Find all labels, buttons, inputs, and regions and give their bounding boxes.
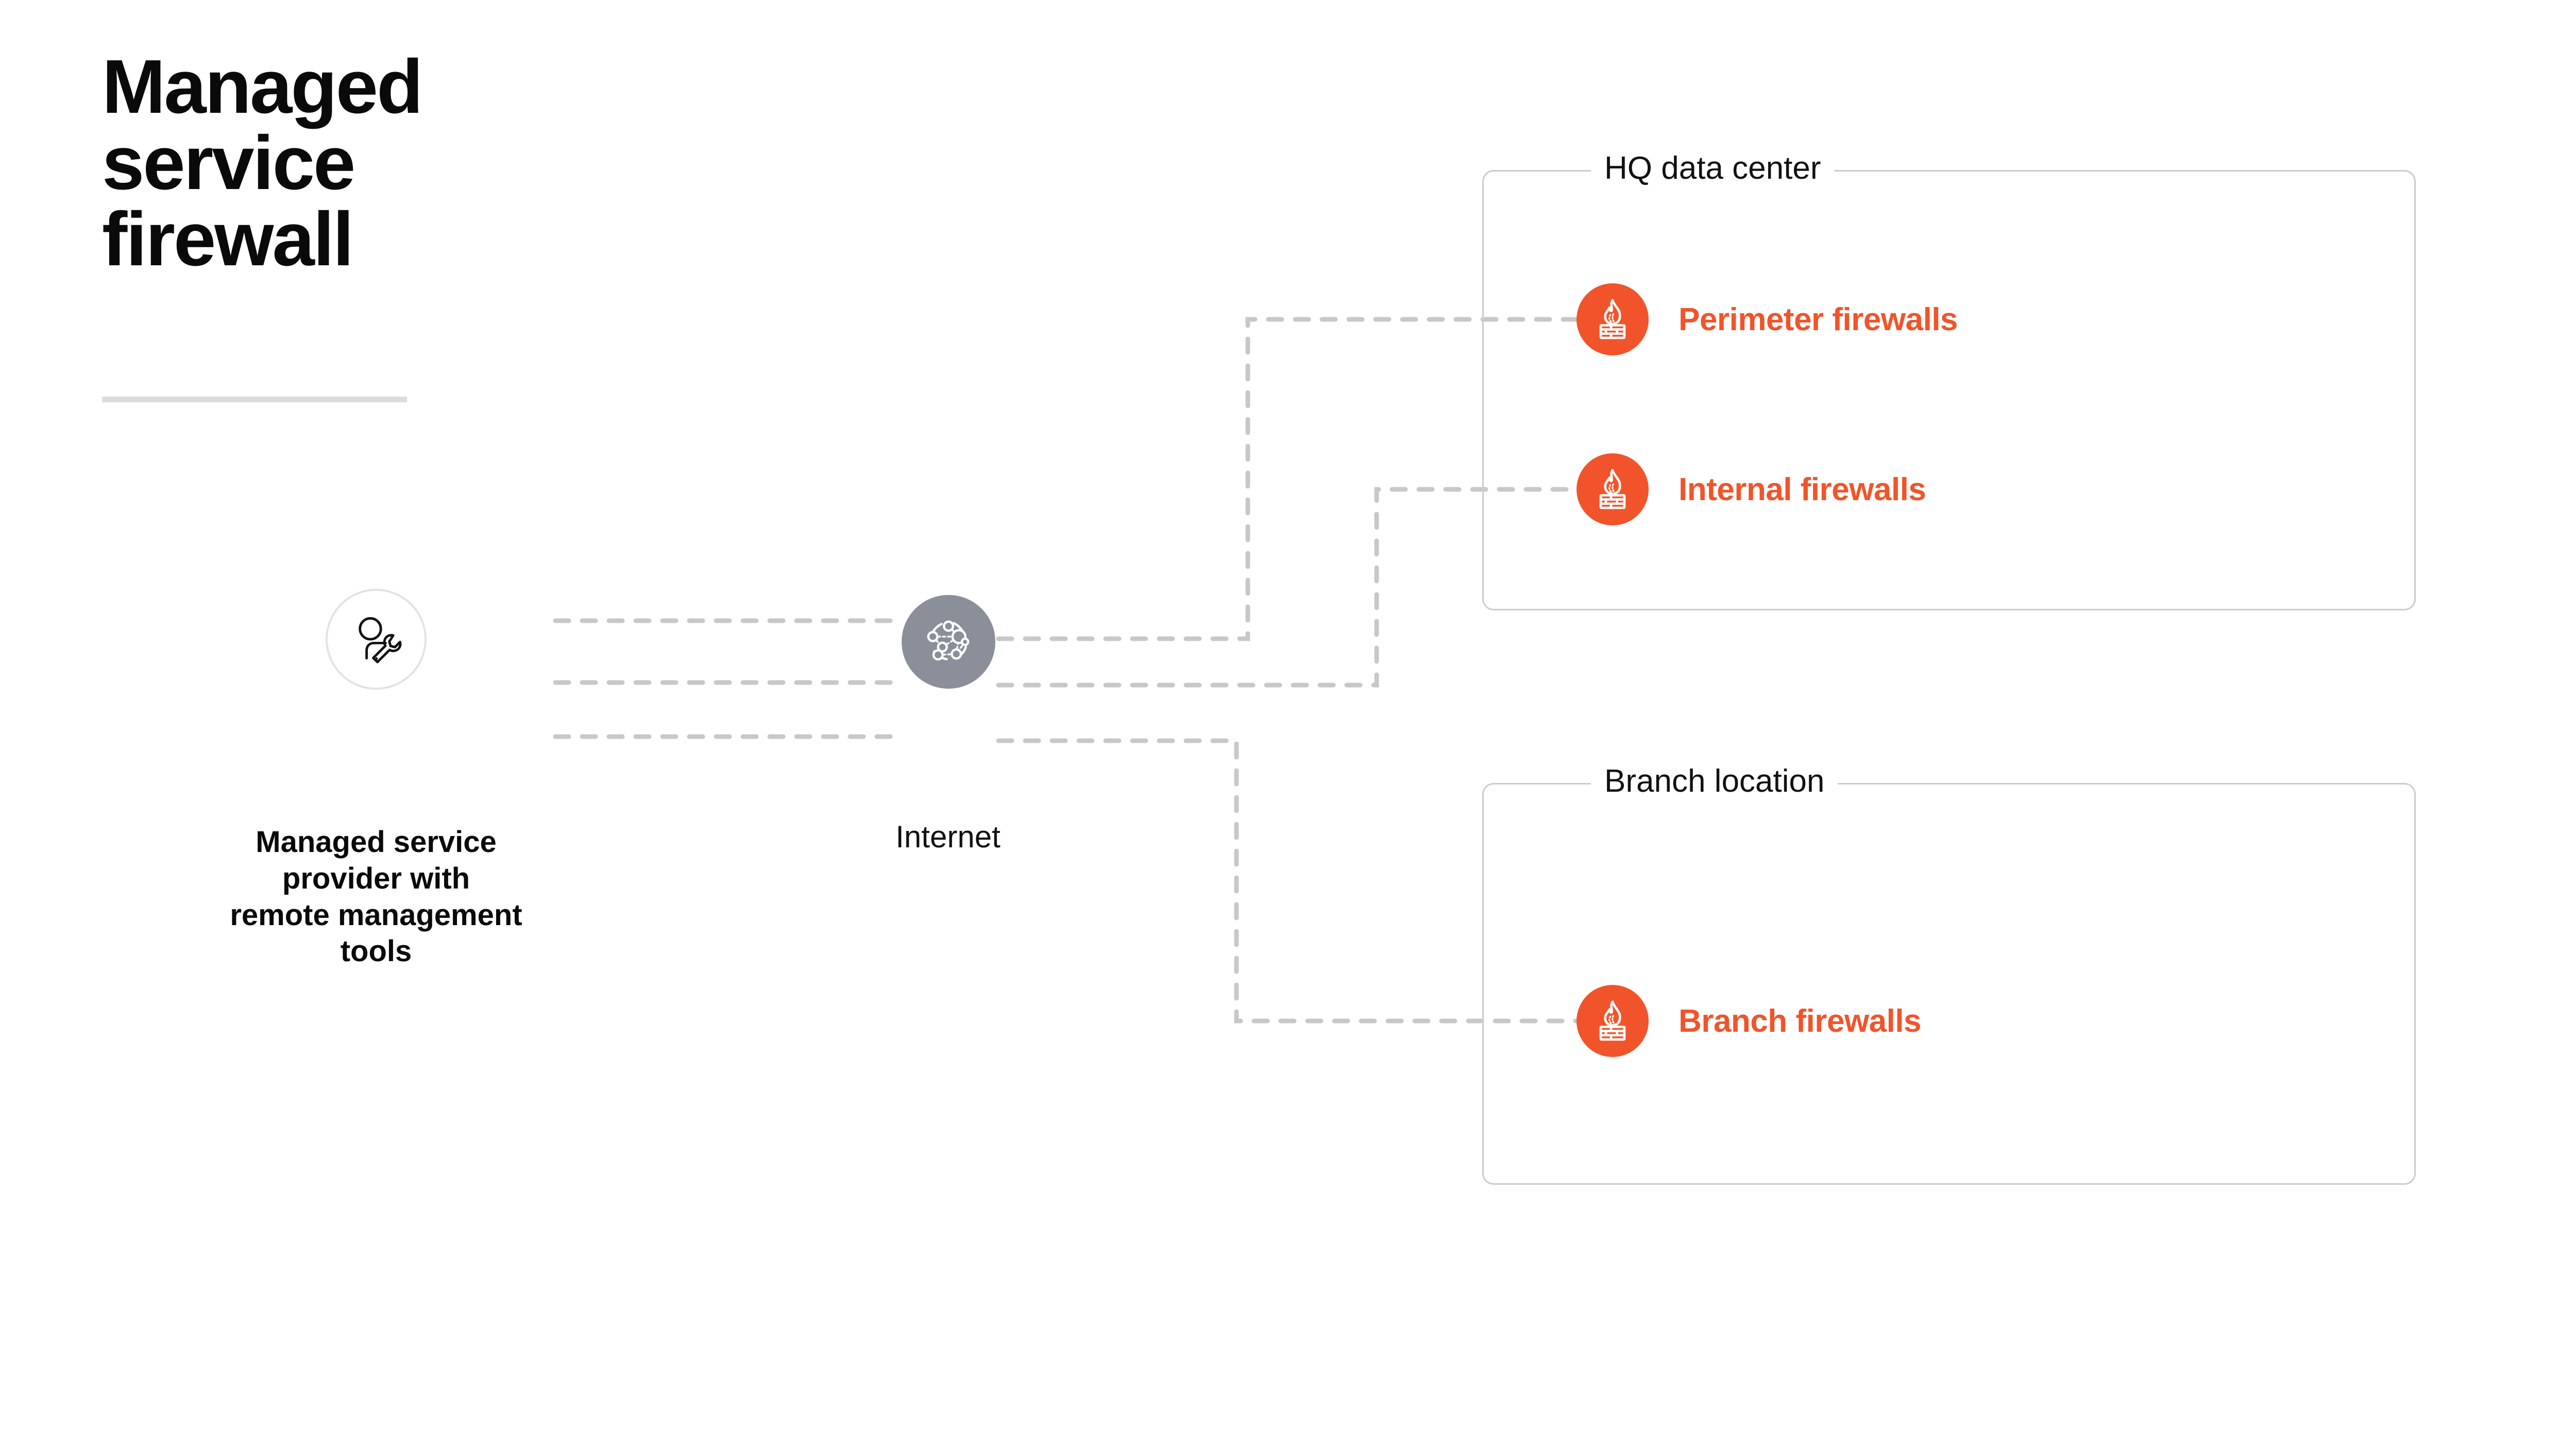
person-with-wrench-icon: [359, 617, 402, 663]
group-box-branch-location: [1482, 783, 2416, 1185]
title-divider: [102, 397, 407, 402]
node-internet[interactable]: [902, 595, 995, 689]
item-label-branch-firewalls: Branch firewalls: [1679, 1003, 1921, 1039]
item-label-internal-firewalls: Internal firewalls: [1679, 471, 1926, 507]
page-title: Managed service firewall: [102, 49, 617, 278]
item-internal-firewalls[interactable]: Internal firewalls: [1577, 453, 1926, 525]
group-label-branch-location: Branch location: [1591, 765, 1838, 797]
item-branch-firewalls[interactable]: Branch firewalls: [1577, 985, 1921, 1057]
firewall-flame-icon: [1577, 283, 1649, 355]
item-perimeter-firewalls[interactable]: Perimeter firewalls: [1577, 283, 1958, 355]
group-box-hq-data-center: [1482, 170, 2416, 610]
internet-circle: [902, 595, 995, 689]
node-managed-service-provider[interactable]: [326, 589, 427, 690]
network-globe-icon: [927, 620, 970, 661]
page-title-text: Managed service firewall: [102, 44, 423, 282]
firewall-flame-icon: [1577, 985, 1649, 1057]
node-label-managed-service-provider: Managed service provider with remote man…: [230, 825, 522, 968]
node-label-internet: Internet: [895, 820, 1001, 854]
group-label-hq-data-center: HQ data center: [1591, 152, 1835, 184]
firewall-flame-icon: [1577, 453, 1649, 525]
item-label-perimeter-firewalls: Perimeter firewalls: [1679, 301, 1958, 337]
msp-circle: [326, 589, 427, 690]
